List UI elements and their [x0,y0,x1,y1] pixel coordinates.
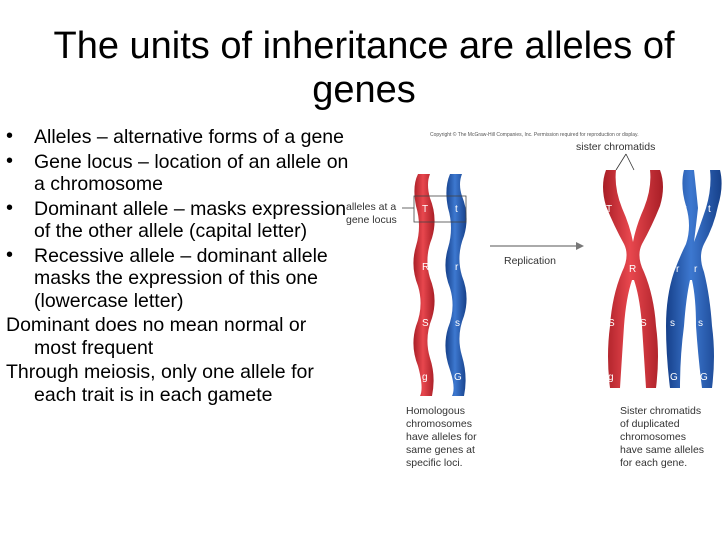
red-chromosome [413,174,435,396]
allele-label: r [676,264,680,275]
duplicated-red-chromosome [603,170,663,388]
allele-label: g [608,372,614,383]
bullet-text: Gene locus – location of an allele on a … [34,150,349,196]
caption-line: specific loci. [406,457,463,469]
allele-label: t [708,204,711,215]
bullet-item: • Alleles – alternative forms of a gene [0,125,352,149]
sister-chromatids-label: sister chromatids [576,141,655,153]
bullet-item: • Recessive allele – dominant allele mas… [0,243,352,313]
caption-line: have same alleles [620,444,704,456]
caption-line: have alleles for [406,431,477,443]
blue-chromosome [445,174,467,396]
allele-label: r [694,264,698,275]
allele-label: r [455,262,459,273]
sister-chromatids-pointer [615,153,635,171]
bullet-text: Recessive allele – dominant allele masks… [34,244,328,312]
allele-label: T [633,204,639,215]
duplicated-blue-chromosome [666,170,722,388]
bullet-icon: • [6,149,14,172]
allele-label: S [640,318,647,329]
bullet-icon: • [6,196,14,219]
allele-label: G [700,372,708,383]
allele-label: T [606,204,612,215]
allele-label: S [422,318,429,329]
bullet-list: • Alleles – alternative forms of a gene … [0,125,352,408]
caption-line: Homologous [406,405,465,417]
bullet-icon: • [6,125,14,147]
copyright-text: Copyright © The McGraw-Hill Companies, I… [430,131,639,138]
allele-label: t [684,204,687,215]
replication-label: Replication [504,255,556,267]
bullet-icon: • [6,243,14,266]
bullet-text: Dominant allele – masks expression of th… [34,197,347,243]
allele-label: s [698,318,703,329]
allele-label: G [670,372,678,383]
paragraph-item: Dominant does no mean normal or most fre… [0,314,352,359]
allele-label: R [629,264,636,275]
caption-line: same genes at [406,444,475,456]
sister-caption: Sister chromatids of duplicated chromoso… [620,405,704,469]
arrow-head-icon [576,242,584,250]
chromosome-figure: Copyright © The McGraw-Hill Companies, I… [344,126,728,520]
alleles-label: alleles at a [346,201,396,213]
gene-locus-box [413,195,467,223]
gene-locus-label: gene locus [346,214,397,226]
homologous-caption: Homologous chromosomes have alleles for … [406,405,477,469]
slide-title: The units of inheritance are alleles of … [53,25,675,111]
allele-label: g [422,372,428,383]
allele-label: s [455,318,460,329]
allele-label: g [640,372,646,383]
bullet-item: • Gene locus – location of an allele on … [0,149,352,196]
bullet-text: Alleles – alternative forms of a gene [34,126,345,148]
caption-line: of duplicated [620,418,680,430]
allele-label: G [454,372,462,383]
allele-label: T [422,204,428,215]
caption-line: for each gene. [620,457,687,469]
allele-label: R [614,264,621,275]
paragraph-text: Dominant does no mean normal or most fre… [6,314,307,359]
paragraph-text: Through meiosis, only one allele for eac… [6,361,314,406]
caption-line: chromosomes [406,418,472,430]
chromosome-diagram: Copyright © The McGraw-Hill Companies, I… [346,131,722,469]
allele-label: t [455,204,458,215]
allele-label: S [608,318,615,329]
paragraph-item: Through meiosis, only one allele for eac… [0,361,352,406]
caption-line: Sister chromatids [620,405,701,417]
caption-line: chromosomes [620,431,686,443]
allele-label: s [670,318,675,329]
allele-label: R [422,262,429,273]
bullet-item: • Dominant allele – masks expression of … [0,196,352,243]
